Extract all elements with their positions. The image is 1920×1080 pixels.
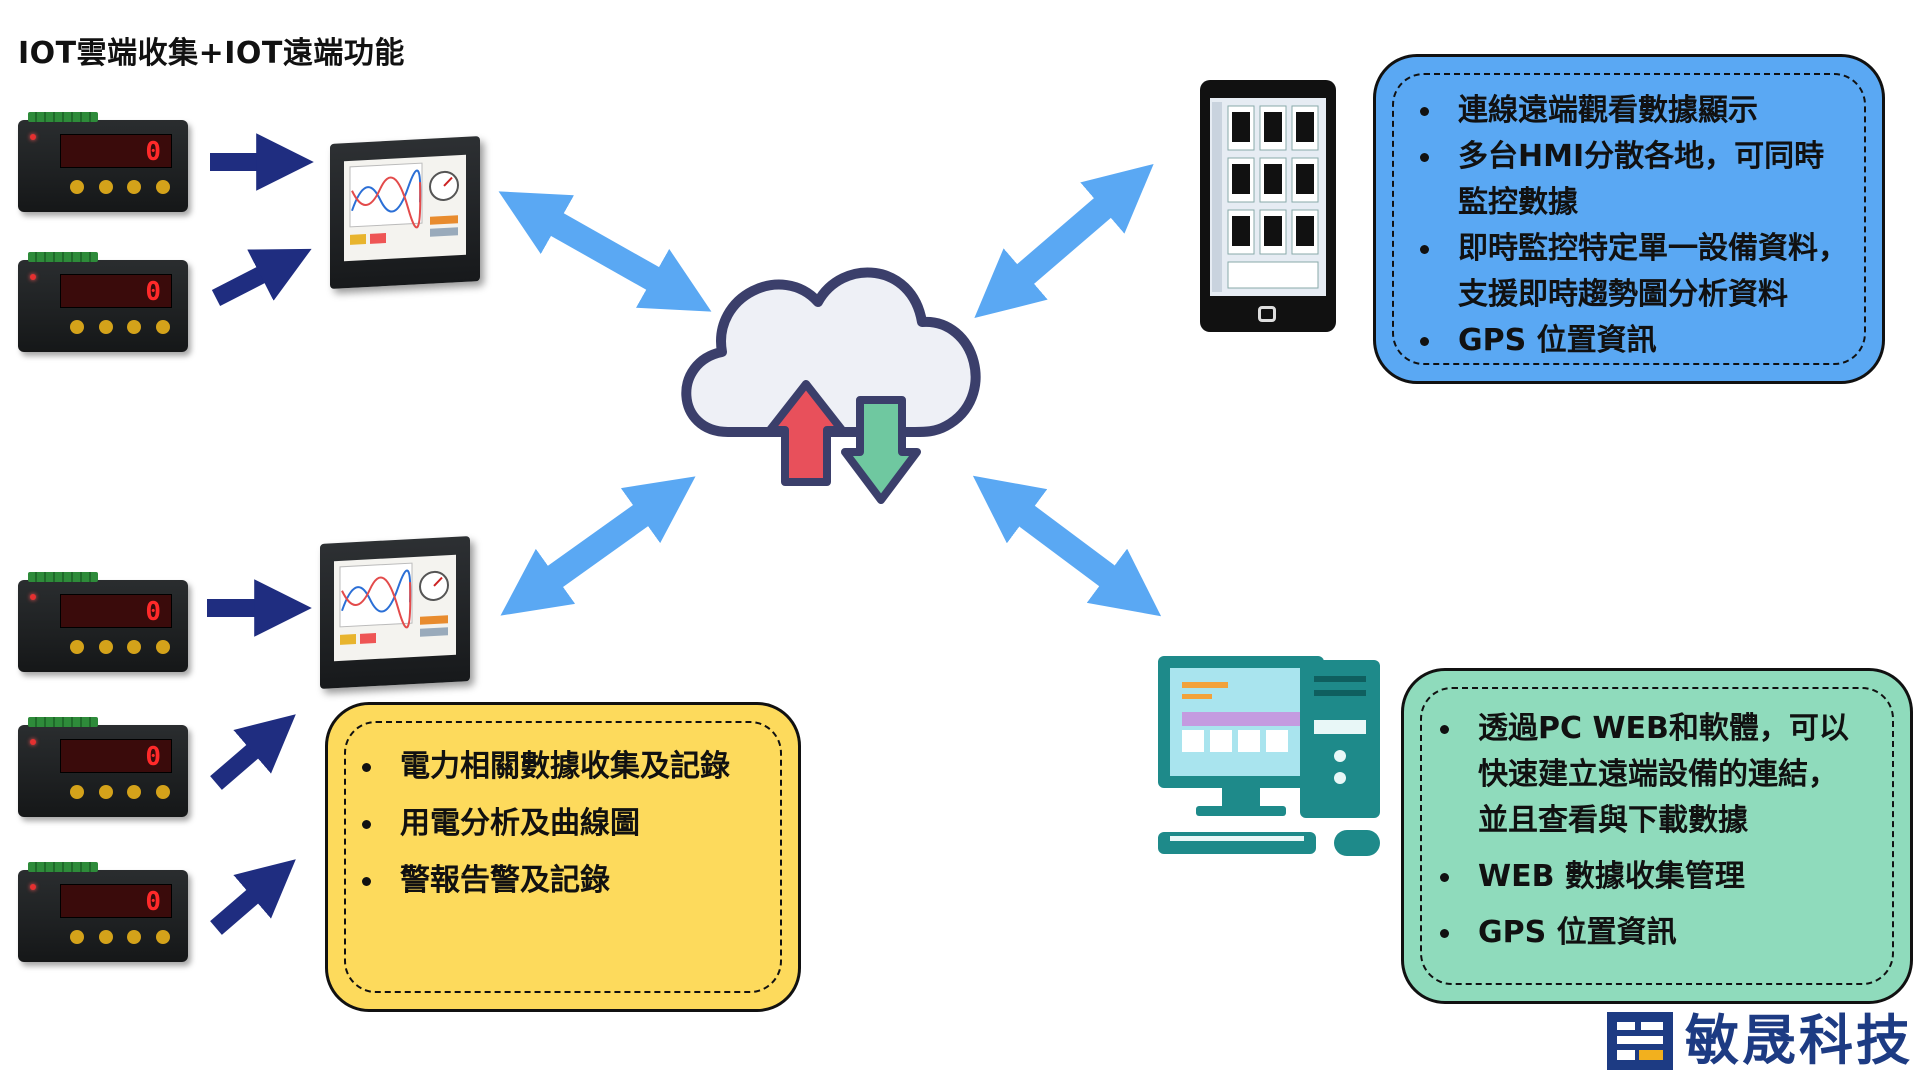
hmi-display [334,554,456,662]
list-item: 用電分析及曲線圖 [350,802,790,846]
dashed-border [344,721,782,993]
pc-feature-list: 透過PC WEB和軟體，可以 快速建立遠端設備的連結， 並且查看與下載數據 WE… [1428,707,1898,957]
logo-mark-icon [1607,1012,1673,1070]
meter-keys [70,785,170,801]
meter-display: 0 [60,134,172,168]
mobile-feature-list: 連線遠端觀看數據顯示 多台HMI分散各地，可同時 監控數據 即時監控特定單一設備… [1408,89,1868,365]
list-item-continuation: 並且查看與下載數據 [1478,803,1748,838]
meter-keys [70,930,170,946]
led-indicator [30,739,36,745]
double-arrow [972,475,1162,617]
meter-keys [70,320,170,336]
led-indicator [30,884,36,890]
arrow-up-right [210,859,296,935]
hmi-screen-bottom [320,536,470,689]
list-item: WEB 數據收集管理 [1428,855,1898,899]
double-arrow [974,163,1154,319]
panel-meter-1: 0 [18,112,188,212]
arrow-up-right [210,714,296,790]
logo-text: 敏晟科技 [1685,1009,1913,1072]
list-item-continuation: 監控數據 [1458,185,1578,220]
panel-meter-3: 0 [18,572,188,672]
meter-display: 0 [60,594,172,628]
list-item: 即時監控特定單一設備資料， [1408,227,1868,271]
company-logo: 敏晟科技 [1605,1008,1913,1074]
list-item-continuation: 快速建立遠端設備的連結， [1478,757,1838,792]
meter-display: 0 [60,884,172,918]
list-item: 電力相關數據收集及記錄 [350,745,790,789]
double-arrow [498,191,712,312]
arrow-right [211,248,312,307]
meter-keys [70,640,170,656]
hmi-features-box: 電力相關數據收集及記錄 用電分析及曲線圖 警報告警及記錄 [325,702,801,1012]
list-item: 警報告警及記錄 [350,859,790,903]
list-item: 連線遠端觀看數據顯示 [1408,89,1868,133]
list-item: GPS 位置資訊 [1428,911,1898,955]
list-item-continuation: 支援即時趨勢圖分析資料 [1458,277,1788,312]
led-indicator [30,274,36,280]
list-item: GPS 位置資訊 [1408,319,1868,363]
dashed-border [1392,73,1866,365]
panel-meter-4: 0 [18,717,188,817]
page-title: IOT雲端收集+IOT遠端功能 [18,36,405,71]
mobile-features-box: 連線遠端觀看數據顯示 多台HMI分散各地，可同時 監控數據 即時監控特定單一設備… [1373,54,1885,384]
dashed-border [1420,687,1894,985]
phone-screen [1210,98,1326,296]
hmi-display [344,154,466,262]
phone-icon [1200,80,1336,332]
hmi-screen-top [330,136,480,289]
panel-meter-2: 0 [18,252,188,352]
meter-display: 0 [60,739,172,773]
meter-keys [70,180,170,196]
led-indicator [30,134,36,140]
list-item: 多台HMI分散各地，可同時 [1408,135,1868,179]
panel-meter-5: 0 [18,862,188,962]
desktop-computer-icon [1158,656,1380,856]
meter-display: 0 [60,274,172,308]
home-button-icon [1258,306,1276,322]
pc-features-box: 透過PC WEB和軟體，可以 快速建立遠端設備的連結， 並且查看與下載數據 WE… [1401,668,1913,1004]
double-arrow [500,476,696,616]
led-indicator [30,594,36,600]
cloud-sync-icon [681,267,981,504]
hmi-feature-list: 電力相關數據收集及記錄 用電分析及曲線圖 警報告警及記錄 [350,745,790,916]
list-item: 透過PC WEB和軟體，可以 [1428,707,1898,751]
